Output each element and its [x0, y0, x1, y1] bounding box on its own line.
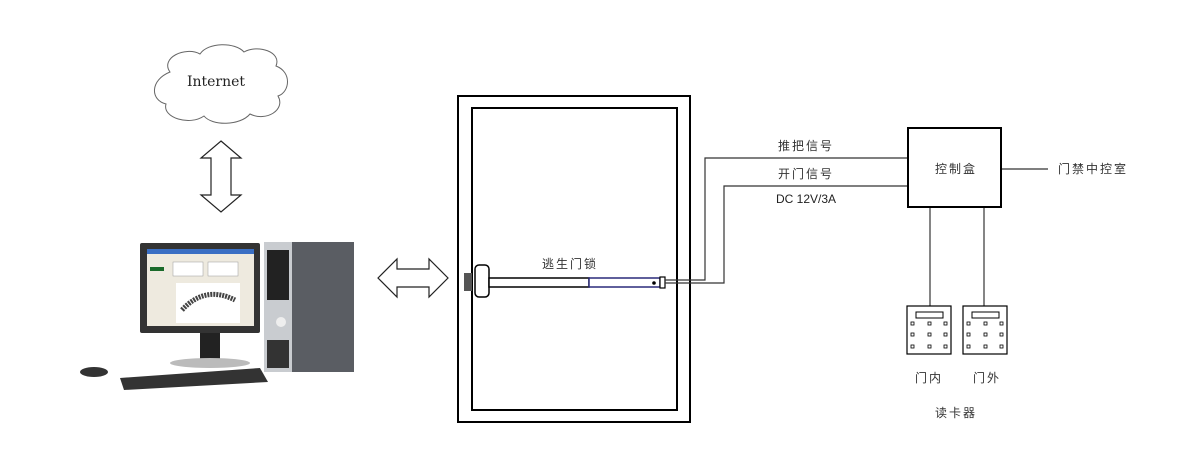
- reader-outer-label: 门外: [973, 370, 1001, 385]
- card-reader-title: 读卡器: [935, 406, 977, 420]
- card-reader-outer: [962, 305, 1008, 355]
- control-room-label: 门禁中控室: [1058, 161, 1128, 176]
- push-signal-label: 推把信号: [778, 139, 834, 153]
- door: [457, 95, 691, 423]
- door-lock-label: 逃生门锁: [542, 256, 598, 271]
- vertical-double-arrow-icon: [199, 140, 243, 213]
- internet-cloud: Internet: [154, 44, 288, 124]
- power-label: DC 12V/3A: [776, 192, 836, 206]
- open-signal-wire: [665, 185, 908, 284]
- internet-label: Internet: [187, 74, 245, 90]
- push-signal-wire: [665, 157, 908, 281]
- card-reader-inner: [906, 305, 952, 355]
- open-signal-label: 开门信号: [778, 166, 834, 181]
- computer-workstation: [80, 242, 354, 390]
- escape-door-lock: 逃生门锁: [464, 256, 666, 298]
- control-box: [907, 127, 1002, 208]
- reader-inner-label: 门内: [915, 370, 943, 385]
- control-box-label: 控制盒: [935, 161, 977, 176]
- horizontal-double-arrow-icon: [377, 257, 449, 299]
